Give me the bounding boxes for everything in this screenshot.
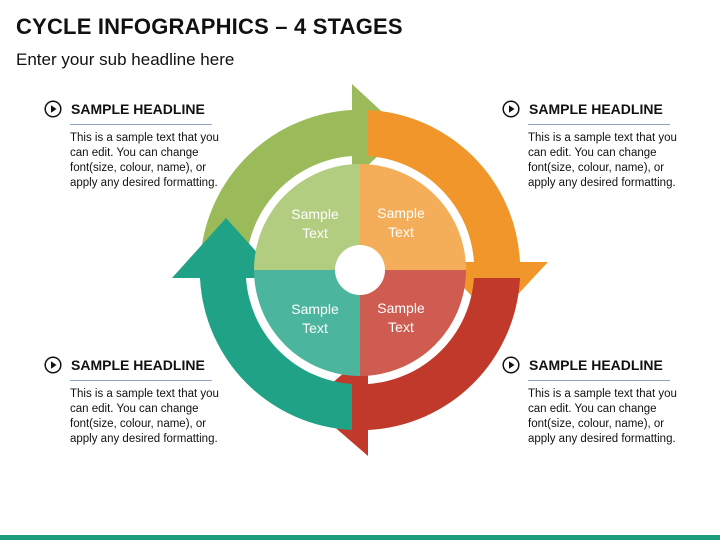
arrow-teal (172, 218, 352, 430)
block-headline: SAMPLE HEADLINE (529, 101, 663, 117)
text-block-bottom-left: SAMPLE HEADLINE This is a sample text th… (44, 356, 219, 447)
page-title: CYCLE INFOGRAPHICS – 4 STAGES (16, 14, 403, 39)
block-text: This is a sample text that you can edit.… (528, 132, 677, 189)
block-headline: SAMPLE HEADLINE (71, 357, 205, 373)
inner-segment-red (360, 270, 466, 376)
segment-label-1a: Sample (291, 206, 339, 222)
inner-segment-orange (360, 164, 466, 270)
text-block-top-right: SAMPLE HEADLINE This is a sample text th… (502, 100, 677, 191)
play-circle-icon (44, 356, 62, 374)
block-headline: SAMPLE HEADLINE (529, 357, 663, 373)
inner-segment-teal (254, 270, 360, 376)
segment-label-2a: Sample (377, 205, 425, 221)
segment-label-4a: Sample (291, 301, 339, 317)
divider (528, 124, 670, 125)
block-text: This is a sample text that you can edit.… (70, 388, 219, 445)
block-text: This is a sample text that you can edit.… (70, 132, 219, 189)
divider (70, 124, 212, 125)
inner-segment-green (254, 164, 360, 270)
play-circle-icon (502, 356, 520, 374)
segment-label-4b: Text (302, 320, 328, 336)
text-block-top-left: SAMPLE HEADLINE This is a sample text th… (44, 100, 219, 191)
page-subtitle: Enter your sub headline here (16, 50, 235, 69)
arrow-red (308, 278, 520, 456)
play-circle-icon (44, 100, 62, 118)
text-block-bottom-right: SAMPLE HEADLINE This is a sample text th… (502, 356, 677, 447)
segment-label-3a: Sample (377, 300, 425, 316)
divider (528, 380, 670, 381)
arrow-orange (368, 110, 548, 320)
block-headline: SAMPLE HEADLINE (71, 101, 205, 117)
bottom-accent-bar (0, 535, 720, 540)
segment-label-2b: Text (388, 224, 414, 240)
block-text: This is a sample text that you can edit.… (528, 388, 677, 445)
arrow-green (199, 84, 404, 270)
divider (70, 380, 212, 381)
play-circle-icon (502, 100, 520, 118)
center-hole (335, 245, 385, 295)
segment-label-3b: Text (388, 319, 414, 335)
segment-label-1b: Text (302, 225, 328, 241)
